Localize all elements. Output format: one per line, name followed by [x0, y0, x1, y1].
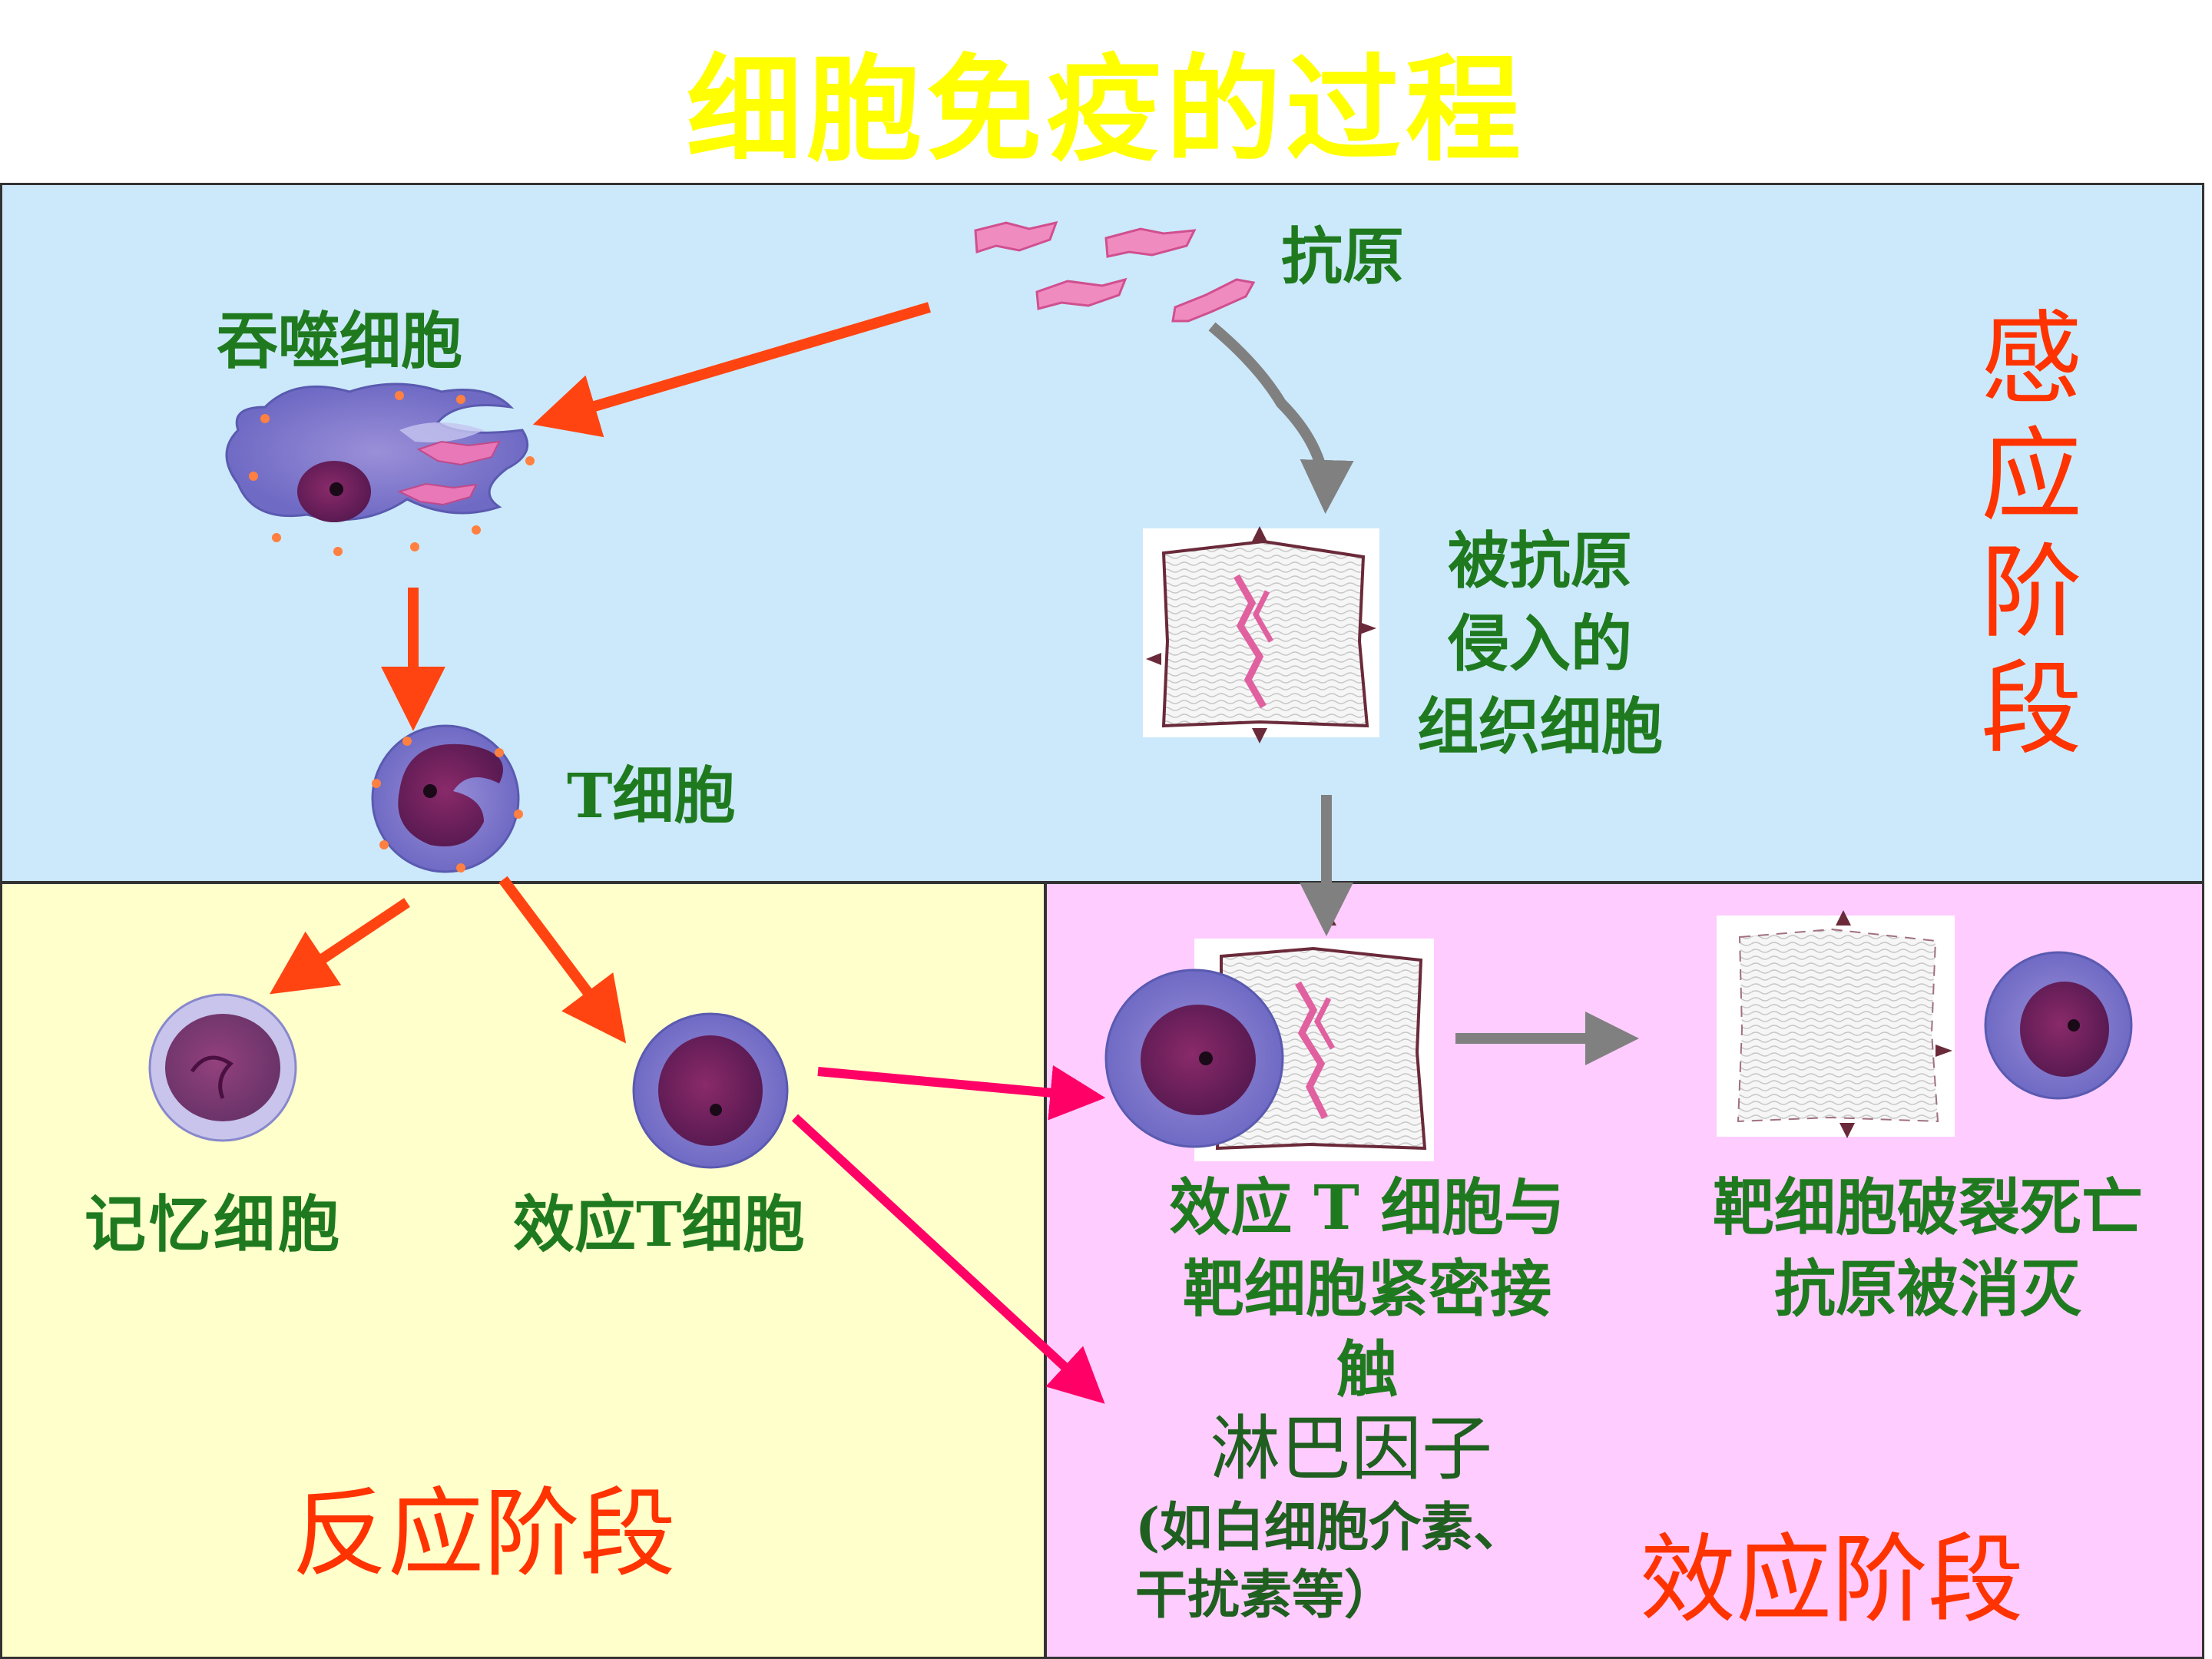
antigen-icon — [974, 220, 1256, 323]
lymphokine-label: 淋巴因子 — [1210, 1408, 1493, 1490]
lymphokine-note-line-1: (如白细胞介素、 — [1135, 1497, 1526, 1558]
infected-cell-icon — [1143, 526, 1379, 743]
arrow-antigen-to-phagocyte — [532, 302, 931, 438]
lysis-label: 靶细胞破裂死亡 抗原被消灭 — [1667, 1167, 2189, 1330]
effector-t-cell-icon — [632, 1012, 789, 1169]
induction-stage-char-3: 阶 — [1981, 534, 2082, 652]
effector-t-cell-label: 效应T细胞 — [513, 1188, 805, 1260]
arrow-antigen-to-infected-cell — [1208, 322, 1354, 514]
t-cell-icon — [371, 724, 523, 873]
contact-label: 效应 T 细胞与 靶细胞紧密接 触 — [1137, 1167, 1598, 1411]
arrow-t-cell-to-memory-cell — [270, 898, 410, 995]
memory-cell-label: 记忆细胞 — [84, 1188, 343, 1260]
phagocyte-label: 吞噬细胞 — [217, 305, 462, 377]
contact-label-line-2: 靶细胞紧密接 — [1183, 1252, 1551, 1325]
page-title: 细胞免疫的过程 — [686, 44, 1525, 177]
arrow-t-cell-to-effector-t-cell — [498, 876, 627, 1044]
lymphokine-note-line-2: 干扰素等） — [1135, 1565, 1397, 1627]
lysis-label-line-1: 靶细胞破裂死亡 — [1713, 1171, 2143, 1243]
arrow-effector-t-cell-to-lymphokine — [791, 1114, 1105, 1404]
infected-cell-label-line-3: 组织细胞 — [1417, 690, 1663, 763]
memory-cell-icon — [148, 993, 297, 1142]
reaction-stage-label: 反应阶段 — [292, 1479, 676, 1590]
lysis-label-line-2: 抗原被消灭 — [1774, 1252, 2081, 1325]
reaction-stage-panel — [0, 882, 1046, 1659]
antigen-label: 抗原 — [1281, 220, 1404, 293]
induction-stage-char-1: 感 — [1981, 300, 2082, 419]
lysed-target-cell-icon — [1717, 910, 2133, 1138]
phagocyte-icon — [225, 382, 535, 556]
induction-stage-label: 感 应 阶 段 — [1974, 301, 2089, 768]
induction-stage-char-4: 段 — [1981, 651, 2082, 769]
effect-stage-label: 效应阶段 — [1640, 1525, 2024, 1636]
contact-label-line-1: 效应 T 细胞与 — [1169, 1171, 1565, 1243]
infected-cell-label-line-1: 被抗原 — [1448, 525, 1632, 597]
infected-cell-label: 被抗原 侵入的 组织细胞 — [1390, 519, 1690, 768]
infected-cell-label-line-2: 侵入的 — [1448, 608, 1632, 680]
contact-label-line-3: 触 — [1336, 1333, 1398, 1406]
target-cell-contact-icon — [1104, 912, 1434, 1161]
induction-stage-char-2: 应 — [1981, 417, 2082, 535]
arrow-effector-t-cell-to-contact — [817, 1065, 1106, 1121]
lymphokine-note: (如白细胞介素、 干扰素等） — [1135, 1494, 1525, 1630]
t-cell-label: T细胞 — [567, 760, 736, 832]
